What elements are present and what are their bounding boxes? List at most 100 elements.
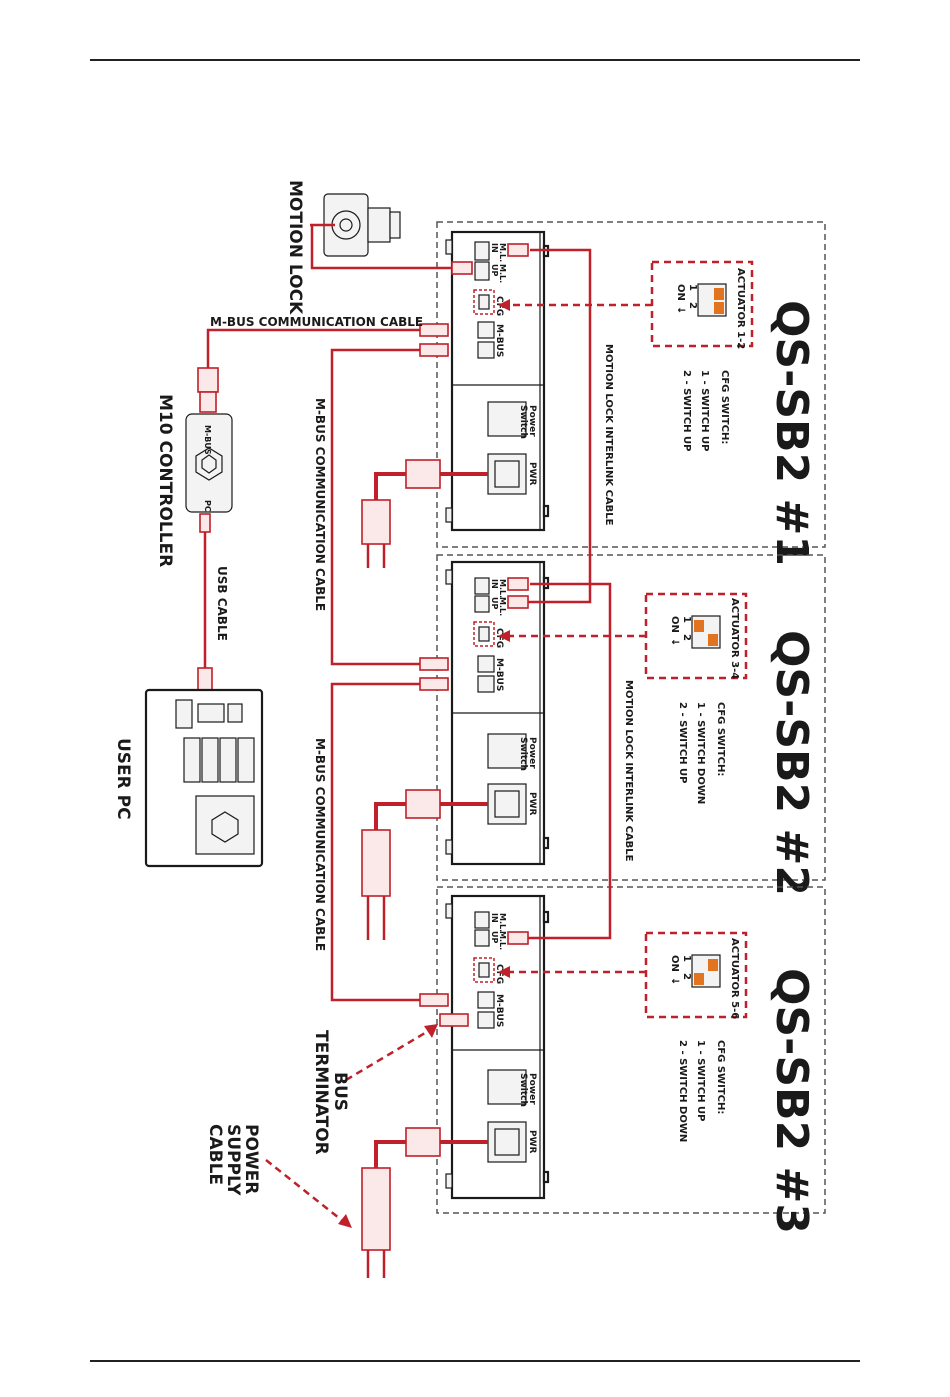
svg-text:CFG: CFG — [494, 964, 504, 984]
svg-text:M.L.: M.L. — [498, 579, 507, 598]
motion-lock-label: MOTION LOCK — [285, 180, 305, 315]
unit-3-ml-up-port[interactable] — [474, 929, 490, 947]
svg-text:M.L.: M.L. — [498, 913, 507, 932]
unit-1-dip-1[interactable] — [714, 288, 724, 300]
unit-3-title: QS-SB2 #3 — [766, 968, 817, 1234]
svg-text:IN: IN — [490, 579, 499, 589]
unit-2-power-switch[interactable] — [487, 733, 527, 769]
svg-text:1 - SWITCH DOWN: 1 - SWITCH DOWN — [695, 702, 706, 804]
mbus-cable-2-label: M-BUS COMMUNICATION CABLE — [313, 738, 327, 951]
svg-text:UP: UP — [490, 264, 499, 276]
mbus-cable-top — [206, 328, 425, 368]
svg-text:UP: UP — [490, 597, 499, 609]
controller-mbus-label: M-BUS — [203, 425, 212, 455]
bottom-rule — [90, 1360, 860, 1362]
mbus-cable-1 — [330, 348, 425, 666]
svg-text:CFG: CFG — [494, 628, 504, 648]
svg-text:M.L.: M.L. — [498, 597, 507, 616]
svg-text:2: 2 — [687, 302, 698, 309]
svg-text:↓: ↓ — [669, 638, 680, 646]
unit-2-pwr-inlet[interactable] — [487, 783, 527, 825]
svg-text:M-BUS: M-BUS — [494, 994, 504, 1027]
svg-text:Power: Power — [527, 737, 537, 769]
power-supply-label-1: POWER — [241, 1124, 261, 1194]
svg-text:ON: ON — [669, 616, 680, 633]
svg-text:2 - SWITCH UP: 2 - SWITCH UP — [677, 702, 688, 783]
unit-3-mbus-port-a[interactable] — [477, 991, 495, 1009]
mbus-cable-1-label: M-BUS COMMUNICATION CABLE — [313, 398, 327, 611]
svg-text:CFG SWITCH:: CFG SWITCH: — [715, 1040, 726, 1114]
unit-1-ml-up-port[interactable] — [474, 261, 490, 281]
power-cable-1 — [361, 459, 488, 568]
unit-1-boundary — [436, 221, 826, 548]
unit-1-actuator-label: ACTUATOR 1-2 — [735, 268, 746, 349]
svg-text:M-BUS: M-BUS — [494, 658, 504, 691]
unit-1-mbus-port-b[interactable] — [477, 341, 495, 359]
unit-2-ml-up-port[interactable] — [474, 595, 490, 613]
mbus-cable-2 — [330, 682, 425, 1002]
unit-1-power-switch[interactable] — [487, 401, 527, 437]
unit-3-actuator-panel — [644, 931, 748, 1019]
top-rule — [90, 59, 860, 61]
interlink-cable-1-label: MOTION LOCK INTERLINK CABLE — [603, 344, 614, 526]
unit-3-ml-in-port[interactable] — [474, 911, 490, 929]
unit-1-ml-up-label: M.L. — [498, 264, 507, 283]
svg-text:Switch: Switch — [518, 405, 528, 439]
unit-3-dip-1[interactable] — [708, 959, 718, 971]
unit-1-cfg-line1: 1 - SWITCH UP — [699, 370, 710, 451]
unit-2-cfg-switch[interactable] — [478, 626, 490, 642]
svg-text:2 - SWITCH DOWN: 2 - SWITCH DOWN — [677, 1040, 688, 1142]
svg-text:↓: ↓ — [675, 306, 686, 314]
unit-1-ml-in-label: M.L. — [498, 243, 507, 262]
m10-controller: M-BUS PC — [185, 391, 233, 513]
unit-1-cfg-title: CFG SWITCH: — [719, 370, 730, 444]
svg-text:CFG SWITCH:: CFG SWITCH: — [715, 702, 726, 776]
unit-3-mbus-port-b[interactable] — [477, 1011, 495, 1029]
svg-text:2: 2 — [681, 634, 692, 641]
user-pc-label: USER PC — [113, 738, 133, 820]
controller-label: M10 CONTROLLER — [155, 394, 175, 567]
unit-1-dip-2[interactable] — [714, 302, 724, 314]
unit-1-ml-in-port[interactable] — [474, 241, 490, 261]
unit-1-cfg-switch[interactable] — [478, 294, 490, 310]
svg-text:Switch: Switch — [518, 737, 528, 771]
unit-1-title: QS-SB2 #1 — [766, 300, 817, 566]
svg-text:1 - SWITCH UP: 1 - SWITCH UP — [695, 1040, 706, 1121]
unit-2-ml-in-port[interactable] — [474, 577, 490, 595]
unit-3: M.L. IN M.L. UP CFG M-BUS Power Switch P… — [436, 886, 826, 1234]
interlink-cable-2 — [525, 582, 612, 940]
svg-text:1: 1 — [681, 616, 692, 623]
unit-1: M.L. IN M.L. UP CFG M-BUS Power Switch P… — [436, 221, 826, 566]
unit-1-pwr-inlet[interactable] — [487, 453, 527, 495]
bus-terminator-label-1: BUS — [330, 1072, 350, 1111]
svg-text:PWR: PWR — [527, 1130, 537, 1154]
unit-3-cfg-switch[interactable] — [478, 962, 490, 978]
interlink-cable-1 — [525, 248, 592, 604]
svg-text:1: 1 — [681, 955, 692, 962]
svg-text:M.L.: M.L. — [498, 931, 507, 950]
unit-3-boundary — [436, 886, 826, 1214]
interlink-cable-2-label: MOTION LOCK INTERLINK CABLE — [623, 680, 634, 862]
svg-text:2: 2 — [681, 973, 692, 980]
svg-text:Switch: Switch — [518, 1073, 528, 1107]
unit-2-dip-2[interactable] — [708, 634, 718, 646]
svg-text:UP: UP — [490, 931, 499, 943]
unit-2-boundary — [436, 554, 826, 881]
unit-3-pwr-inlet[interactable] — [487, 1121, 527, 1163]
unit-1-mbus-port-a[interactable] — [477, 321, 495, 339]
unit-2-dip-1[interactable] — [694, 620, 704, 632]
unit-2-mbus-port-a[interactable] — [477, 655, 495, 673]
unit-3-dip-2[interactable] — [694, 973, 704, 985]
power-supply-label-2: SUPPLY — [223, 1124, 243, 1196]
unit-2-mbus-port-b[interactable] — [477, 675, 495, 693]
controller-pc-label: PC — [203, 500, 212, 512]
svg-text:Power: Power — [527, 1073, 537, 1105]
unit-3-power-switch[interactable] — [487, 1069, 527, 1105]
bus-terminator[interactable] — [439, 1013, 469, 1027]
svg-text:Power: Power — [527, 405, 537, 437]
svg-text:ACTUATOR 5-6: ACTUATOR 5-6 — [729, 938, 740, 1019]
unit-2-title: QS-SB2 #2 — [766, 630, 817, 896]
unit-1-mbus-label: M-BUS — [494, 324, 504, 357]
unit-1-cfg-label: CFG — [494, 296, 504, 316]
unit-1-pwr-label: PWR — [527, 462, 537, 486]
